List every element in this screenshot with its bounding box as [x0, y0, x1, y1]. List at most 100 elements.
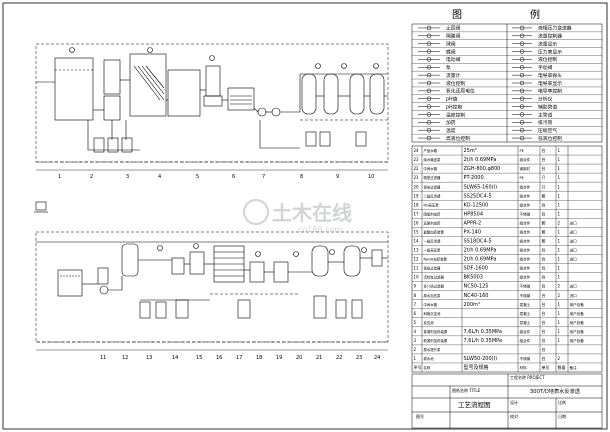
- legend-label: 压力表显示: [538, 48, 562, 55]
- table-cell: 盐酸加药装置: [424, 229, 445, 234]
- table-cell: 组合件: [520, 338, 531, 343]
- table-cell: 1: [558, 193, 561, 198]
- table-cell: 进口: [570, 239, 578, 244]
- table-cell: APPR-2: [464, 220, 482, 226]
- legend-label: pH控制: [446, 103, 462, 110]
- table-cell: 用户自备: [570, 338, 585, 343]
- table-cell: 不锈钢: [520, 211, 531, 216]
- table-cell: 1: [558, 257, 561, 262]
- table-cell: 絮凝剂加药装置: [424, 329, 448, 334]
- product-water-tank: [343, 245, 361, 277]
- table-cell: 2: [558, 220, 561, 225]
- equipment-number: 11: [100, 355, 106, 361]
- legend-symbol-icon: [512, 135, 532, 141]
- table-cell: SDF-1600: [464, 266, 488, 272]
- table-cell: 1: [558, 338, 561, 343]
- legend-symbol-icon: [418, 112, 440, 117]
- table-cell: 还原剂加药: [424, 220, 442, 225]
- legend-panel: 图 例 止回阀液相压力变送器隔膜阀流量控制器球阀流量显示蝶阀压力表显示电动阀液位…: [411, 8, 603, 143]
- legend-label: 流量控制器: [538, 33, 562, 40]
- watermark-url: co188.com: [298, 225, 342, 234]
- legend-label: 流量显示: [538, 40, 557, 47]
- inclined-tube-settler: [167, 69, 201, 117]
- table-cell: PX-140: [464, 229, 482, 235]
- dosing-unit: [319, 131, 331, 147]
- equipment-number: 3: [126, 174, 129, 180]
- drawing-title: 工艺流程图: [458, 400, 491, 409]
- table-cell: 台: [542, 274, 546, 280]
- table-cell: 17: [414, 211, 420, 216]
- table-cell: 1: [558, 320, 561, 325]
- table-cell: 产品水箱: [424, 148, 438, 153]
- table-cell: 中间水箱: [424, 302, 438, 307]
- equipment-number: 1: [58, 174, 61, 180]
- equipment-number: 19: [276, 355, 282, 361]
- legend-symbol-icon: [512, 96, 532, 101]
- table-cell: 台: [542, 247, 546, 253]
- security-filter: [57, 269, 83, 297]
- legend-label: pH值: [446, 96, 458, 103]
- table-cell: 23: [414, 157, 420, 162]
- legend-symbol-icon: [418, 120, 440, 125]
- legend-label: 电导率控制: [538, 88, 562, 95]
- equipment-number: 16: [216, 355, 222, 361]
- legend-symbol-icon: [512, 49, 532, 54]
- table-cell: 进口: [570, 257, 578, 262]
- pump-icon: [99, 285, 109, 295]
- legend-symbol-icon: [512, 65, 532, 70]
- equipment-number: 10: [368, 174, 374, 180]
- legend-title-left: 图: [452, 9, 462, 21]
- table-cell: 台: [542, 301, 546, 307]
- upper-number-row: 1 2 3 4 5 6 7 8 9 10: [36, 169, 388, 180]
- table-cell: 反应池: [424, 320, 435, 325]
- legend-symbol-icon: [512, 80, 532, 86]
- table-cell: 组合件: [520, 157, 531, 162]
- table-cell: HP8504: [464, 211, 484, 217]
- date-label: 日期: [558, 413, 566, 419]
- equipment-number: 9: [336, 174, 339, 180]
- legend-label: 液位控制: [538, 56, 557, 63]
- table-cell: 不锈钢: [520, 284, 531, 289]
- table-cell: SS18DC4-5: [464, 239, 492, 245]
- watermark-text: 土木在线: [272, 201, 352, 225]
- table-cell: 7.6L/h 0.35MPa: [464, 329, 502, 335]
- table-cell: 混凝土: [520, 311, 531, 316]
- table-cell: 保安过滤器: [424, 266, 442, 271]
- table-cell: 组合件: [520, 193, 531, 198]
- table-cell: 混凝土: [520, 320, 531, 325]
- table-cell: 2t/h 0.69MPa: [464, 248, 497, 254]
- table-cell: 组合件: [520, 202, 531, 207]
- table-cell: 组合件: [520, 266, 531, 271]
- table-cell: 2: [558, 293, 561, 298]
- table-cell: 2: [414, 347, 417, 352]
- table-cell: NC40-160: [464, 293, 489, 299]
- legend-symbol-icon: [418, 57, 440, 62]
- legend-label: 分析仪: [538, 96, 553, 103]
- dosing-unit: [121, 137, 133, 153]
- table-cell: 21: [414, 175, 420, 180]
- carbon-filter-vessel: [323, 73, 339, 115]
- table-cell: 保安过滤器: [424, 184, 442, 189]
- table-cell: 台: [542, 346, 546, 352]
- table-cell: 200m³: [464, 302, 480, 308]
- table-cell: 20: [414, 184, 420, 189]
- legend-label: 流量计: [446, 72, 461, 79]
- legend-label: 蝶阀: [446, 48, 456, 55]
- table-cell: 只: [542, 175, 546, 180]
- table-cell: 套: [542, 228, 546, 234]
- equipment-number: 13: [146, 355, 152, 361]
- equipment-number: 21: [316, 355, 322, 361]
- scale-label: 比例: [558, 399, 566, 405]
- equipment-number: 23: [356, 355, 362, 361]
- table-cell: 3: [414, 338, 417, 343]
- table-header-cell: 序号: [414, 364, 422, 370]
- table-cell: 台: [542, 310, 546, 316]
- table-cell: KO-12500: [464, 202, 489, 208]
- table-cell: 进口: [570, 229, 578, 234]
- table-cell: SLW50-200(I): [464, 356, 498, 362]
- table-cell: 组合件: [520, 220, 531, 225]
- equipment-number: 4: [158, 174, 161, 180]
